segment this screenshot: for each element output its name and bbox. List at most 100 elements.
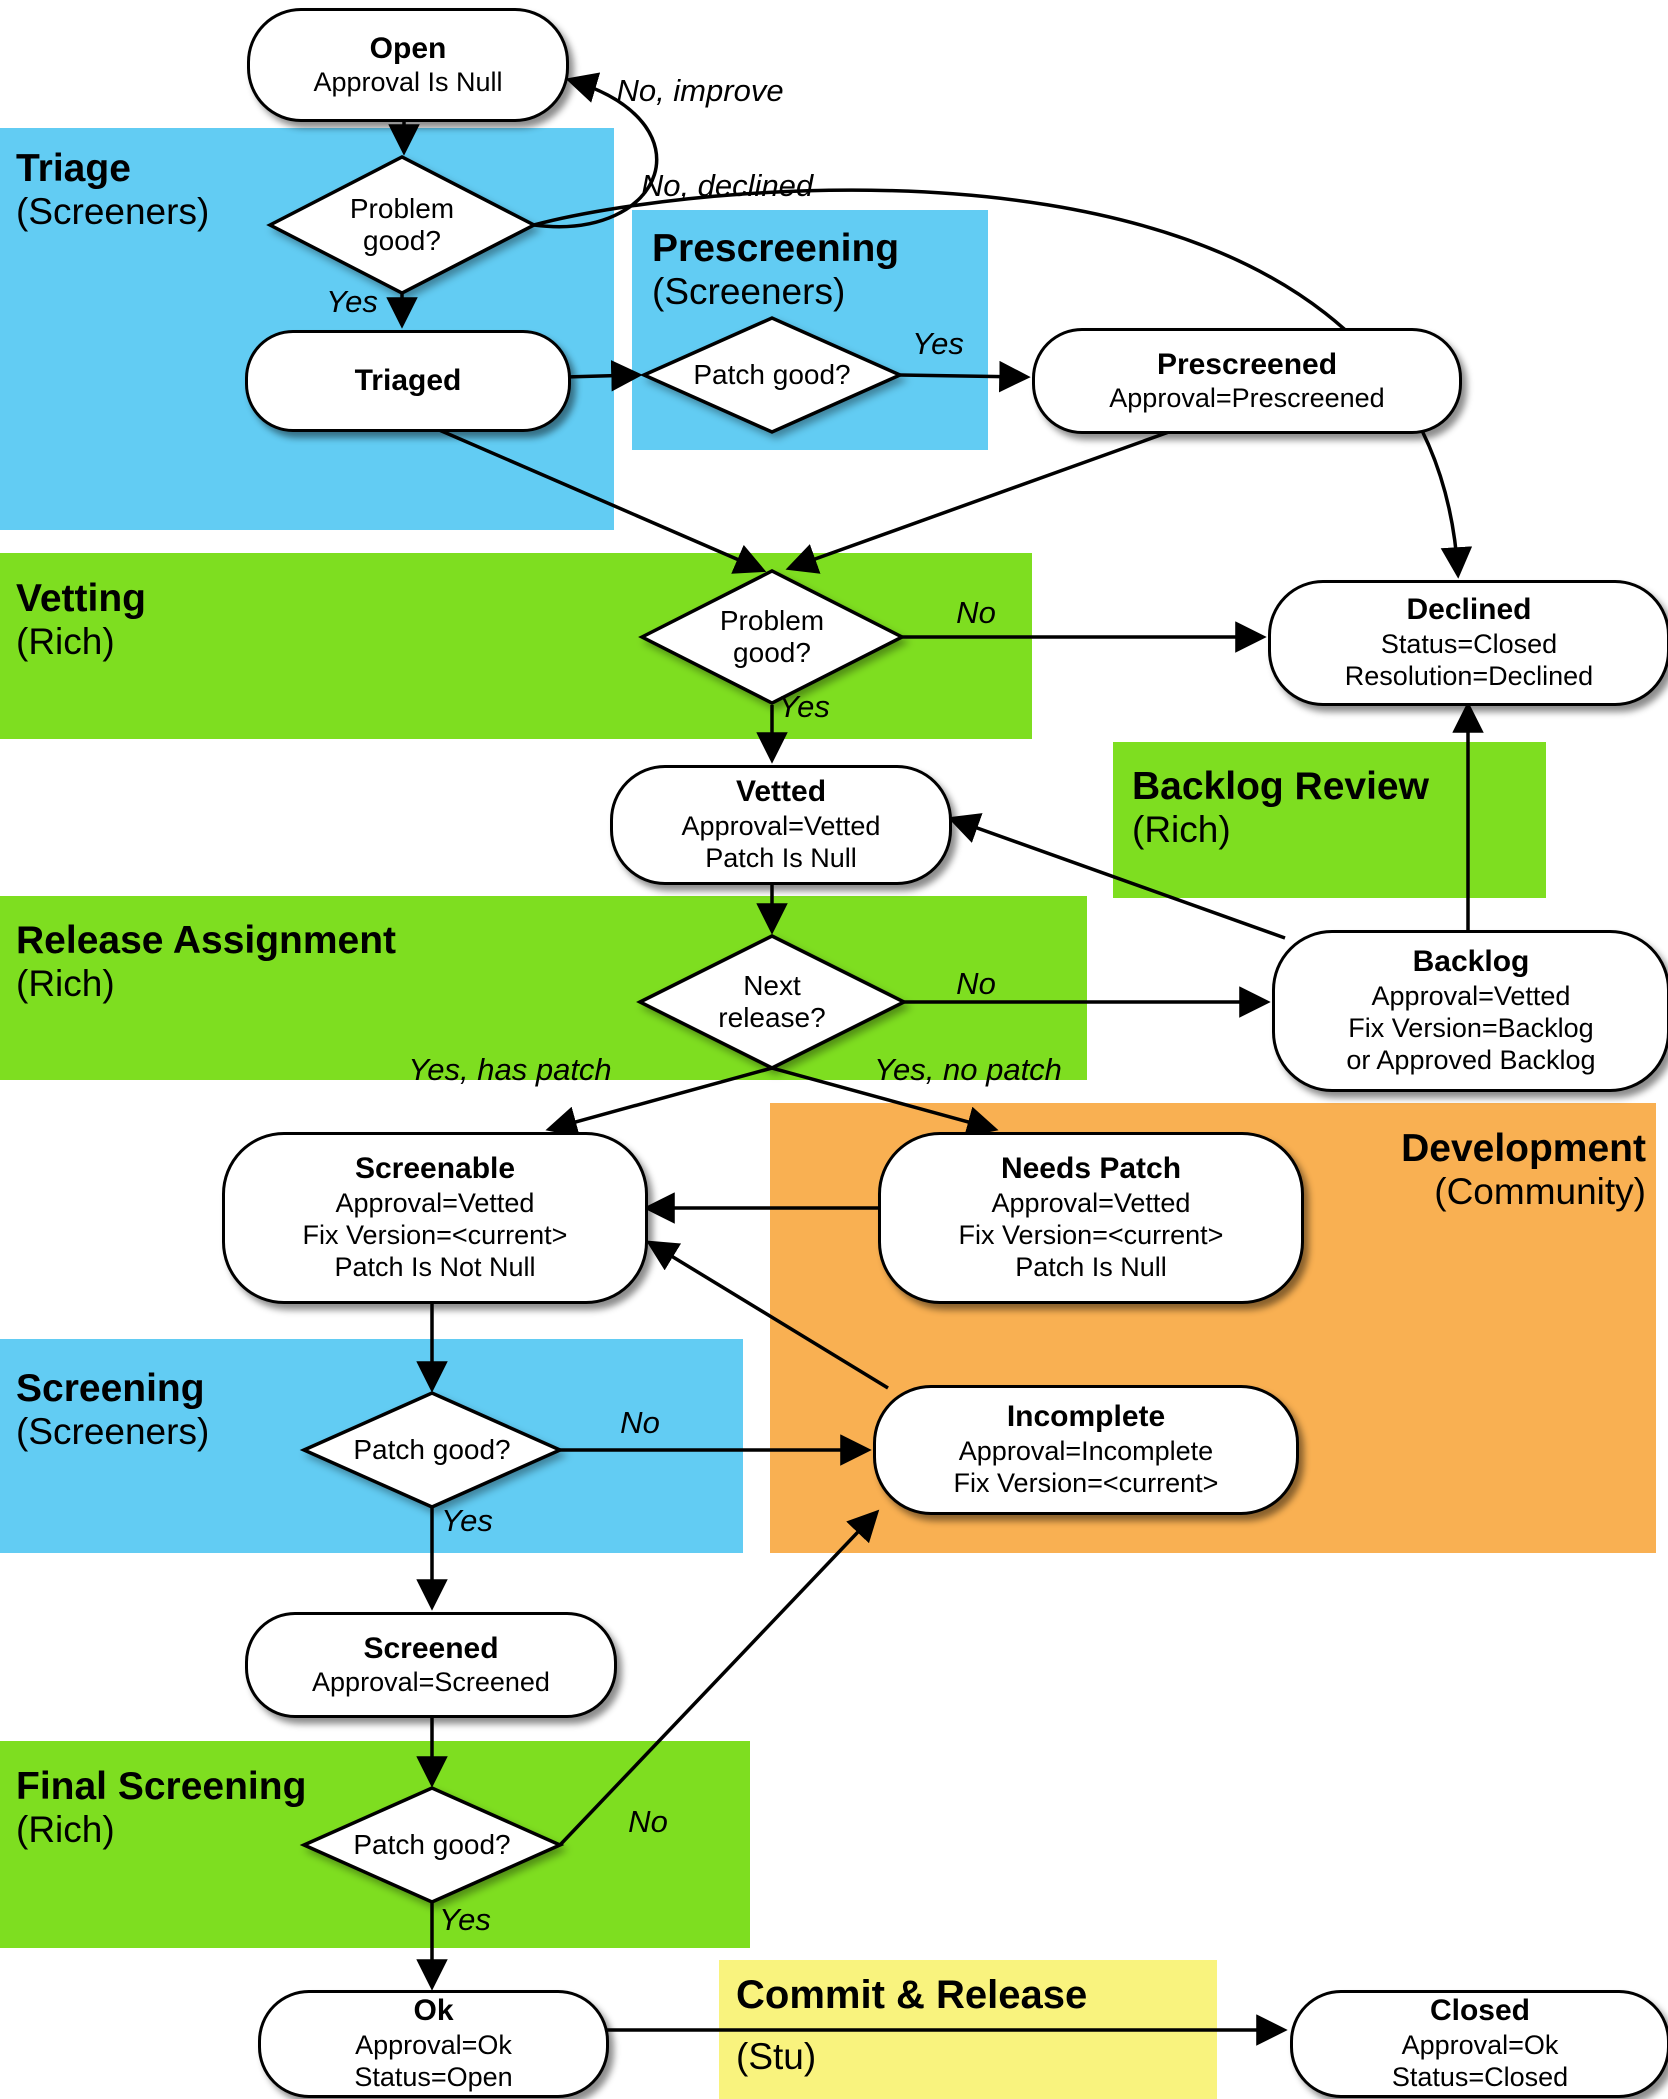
node-title: Backlog xyxy=(1412,945,1530,979)
edge-next-release-yes-to-needs-patch xyxy=(771,1066,999,1138)
region-subtitle: (Screeners) xyxy=(652,271,846,313)
region-subtitle: (Screeners) xyxy=(16,1411,210,1453)
edge-label-yes-has-patch: Yes, has patch xyxy=(408,1052,612,1087)
region-label-screening: Screening (Screeners) xyxy=(16,1366,209,1454)
region-subtitle: (Rich) xyxy=(16,963,115,1005)
decision-label-patch-good-prescreening: Patch good? xyxy=(693,358,851,390)
node-closed: Closed Approval=Ok Status=Closed xyxy=(1290,1990,1668,2098)
decision-problem-good-vetting xyxy=(638,569,906,705)
node-title: Incomplete xyxy=(1006,1400,1166,1434)
node-screened: Screened Approval=Screened xyxy=(245,1612,617,1718)
region-title: Triage xyxy=(16,147,131,190)
edge-backlog-to-vetted xyxy=(947,813,1286,940)
edge-label-no-improve: No, improve xyxy=(616,73,784,108)
node-title: Ok xyxy=(413,1994,454,2028)
region-subtitle: (Stu) xyxy=(736,2036,817,2078)
node-attributes: Approval=Prescreened xyxy=(1109,383,1385,414)
edge-label-yes-triage: Yes xyxy=(326,284,378,319)
node-attributes: Approval Is Null xyxy=(313,67,503,98)
decision-label-next-release: Next release? xyxy=(718,969,826,1033)
node-needs-patch: Needs Patch Approval=Vetted Fix Version=… xyxy=(878,1132,1304,1304)
region-title: Release Assignment xyxy=(16,919,397,962)
region-label-commit-release: Commit & Release (Stu) xyxy=(736,1972,1087,2079)
edge-label-yes-prescreening: Yes xyxy=(912,326,964,361)
region-label-vetting: Vetting (Rich) xyxy=(16,576,146,664)
region-release-assignment xyxy=(0,896,1087,1080)
edge-patch-good-final-no-to-incomplete xyxy=(558,1509,880,1847)
node-title: Prescreened xyxy=(1156,347,1338,381)
region-title: Vetting xyxy=(16,577,147,620)
region-label-backlog-review: Backlog Review (Rich) xyxy=(1132,764,1429,852)
decision-next-release xyxy=(636,934,908,1070)
node-attributes: Status=Closed Resolution=Declined xyxy=(1344,628,1594,692)
node-attributes: Approval=Screened xyxy=(312,1667,550,1698)
region-label-release-assignment: Release Assignment (Rich) xyxy=(16,918,396,1006)
node-screenable: Screenable Approval=Vetted Fix Version=<… xyxy=(222,1132,648,1304)
region-label-triage: Triage (Screeners) xyxy=(16,146,209,234)
edge-label-yes-no-patch: Yes, no patch xyxy=(874,1052,1062,1087)
region-title: Prescreening xyxy=(652,227,900,270)
decision-patch-good-final xyxy=(299,1786,565,1904)
edge-next-release-yes-to-screenable xyxy=(545,1066,773,1138)
region-title: Development xyxy=(1401,1127,1646,1170)
region-subtitle: (Rich) xyxy=(16,1809,115,1851)
region-label-final-screening: Final Screening (Rich) xyxy=(16,1764,306,1852)
node-attributes: Approval=Ok Status=Closed xyxy=(1391,2029,1569,2093)
region-label-development: Development (Community) xyxy=(1280,1126,1654,1214)
node-title: Screened xyxy=(363,1631,499,1665)
node-vetted: Vetted Approval=Vetted Patch Is Null xyxy=(610,765,952,885)
node-ok: Ok Approval=Ok Status=Open xyxy=(258,1990,609,2098)
node-attributes: Approval=Vetted Patch Is Null xyxy=(681,810,881,874)
decision-label-patch-good-final: Patch good? xyxy=(353,1828,511,1860)
edge-no-improve-to-open xyxy=(533,72,659,229)
region-title: Backlog Review xyxy=(1132,765,1429,808)
node-backlog: Backlog Approval=Vetted Fix Version=Back… xyxy=(1272,930,1668,1092)
region-title: Commit & Release xyxy=(736,1973,1088,2017)
region-subtitle: (Rich) xyxy=(1132,809,1231,851)
edge-label-no-vetting: No xyxy=(956,595,996,630)
node-title: Needs Patch xyxy=(1000,1152,1182,1186)
node-declined: Declined Status=Closed Resolution=Declin… xyxy=(1268,580,1668,706)
node-attributes: Approval=Vetted Fix Version=Backlog or A… xyxy=(1346,980,1596,1076)
edge-triaged-to-patch-good xyxy=(564,359,643,392)
decision-label-problem-good-vetting: Problem good? xyxy=(719,604,825,668)
region-subtitle: (Screeners) xyxy=(16,191,210,233)
node-incomplete: Incomplete Approval=Incomplete Fix Versi… xyxy=(873,1385,1299,1515)
region-subtitle: (Rich) xyxy=(16,621,115,663)
region-label-prescreening: Prescreening (Screeners) xyxy=(652,226,899,314)
decision-label-problem-good-triage: Problem good? xyxy=(349,192,455,256)
node-title: Vetted xyxy=(735,775,827,809)
node-attributes: Approval=Ok Status=Open xyxy=(354,2029,513,2093)
region-title: Final Screening xyxy=(16,1765,307,1808)
decision-label-patch-good-screening: Patch good? xyxy=(353,1433,511,1465)
region-title: Screening xyxy=(16,1367,205,1410)
node-open: Open Approval Is Null xyxy=(247,8,569,122)
edge-label-yes-final: Yes xyxy=(439,1902,491,1937)
node-attributes: Approval=Vetted Fix Version=<current> Pa… xyxy=(958,1187,1224,1283)
decision-patch-good-prescreening xyxy=(639,316,905,434)
node-attributes: Approval=Incomplete Fix Version=<current… xyxy=(953,1435,1219,1499)
region-subtitle: (Community) xyxy=(1434,1171,1646,1213)
region-backlog-review xyxy=(1113,742,1546,898)
edge-label-no-declined: No, declined xyxy=(640,168,814,203)
edge-label-no-screening: No xyxy=(620,1405,660,1440)
node-title: Open xyxy=(369,31,447,65)
node-title: Closed xyxy=(1429,1994,1531,2028)
node-prescreened: Prescreened Approval=Prescreened xyxy=(1032,328,1462,434)
edge-label-no-final: No xyxy=(628,1804,668,1839)
edge-triaged-to-problem-good-vetting xyxy=(429,424,767,574)
node-title: Screenable xyxy=(354,1152,516,1186)
node-title: Declined xyxy=(1406,593,1532,627)
node-title: Triaged xyxy=(354,363,462,397)
edge-label-yes-vetting: Yes xyxy=(778,689,830,724)
node-triaged: Triaged xyxy=(245,330,571,432)
edge-incomplete-to-screenable xyxy=(645,1240,889,1390)
node-attributes: Approval=Vetted Fix Version=<current> Pa… xyxy=(302,1187,568,1283)
edge-label-yes-screening: Yes xyxy=(441,1503,493,1538)
edge-patch-good-yes-to-prescreened xyxy=(899,360,1031,393)
decision-patch-good-screening xyxy=(299,1391,565,1509)
decision-problem-good-triage xyxy=(266,155,538,295)
edge-prescreened-to-problem-good-vetting xyxy=(785,426,1181,574)
